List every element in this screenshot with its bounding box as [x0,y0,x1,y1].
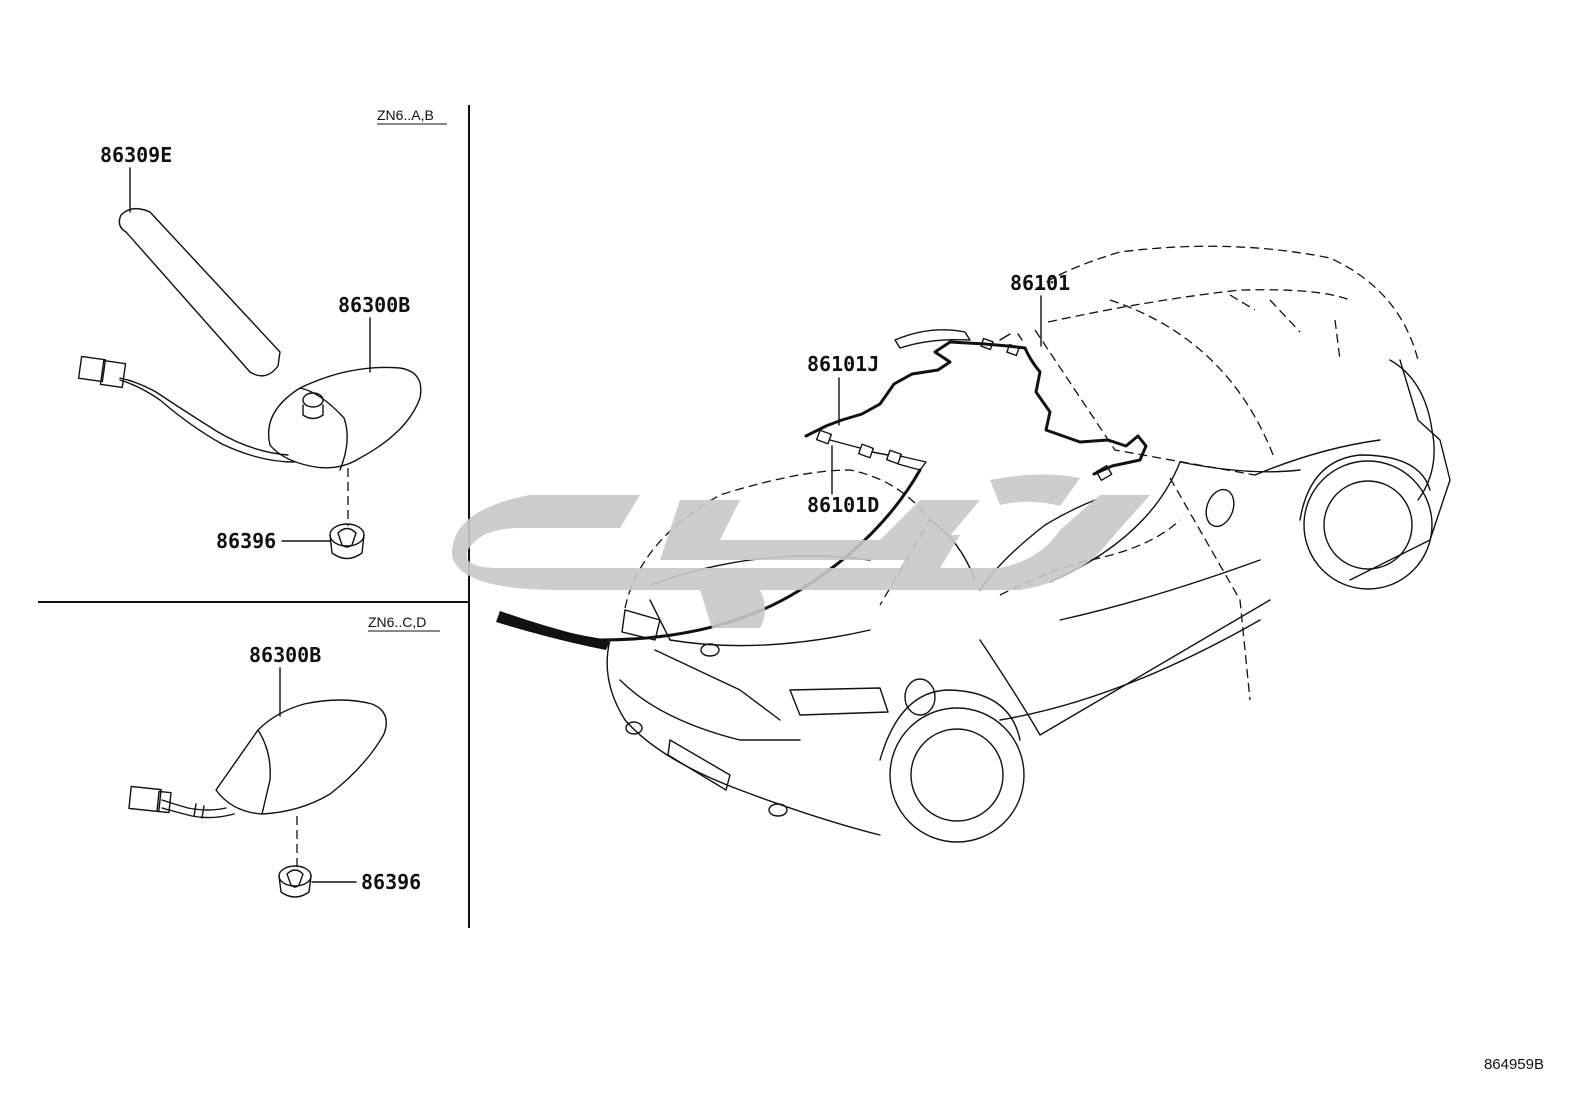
reference-code: 864959B [1483,1056,1544,1073]
label-cord-main: 86101 [1010,271,1070,295]
label-pad-ab: 86396 [216,529,276,553]
label-rod-antenna: 86309E [100,143,172,167]
label-antenna-base-ab: 86300B [338,293,410,317]
variant-label-cd: ZN6..C,D [368,614,426,630]
label-cord-d: 86101D [807,493,879,517]
pad-ab-illustration [329,523,365,560]
variant-label-ab: ZN6..A,B [377,107,434,123]
rod-antenna-illustration [118,207,281,377]
shark-antenna-cd-illustration [128,699,387,819]
watermark-logo [451,474,1150,628]
label-pad-cd: 86396 [361,870,421,894]
label-shark-antenna-cd: 86300B [249,643,321,667]
antenna-base-ab-illustration [77,355,422,471]
label-cord-j: 86101J [807,352,879,376]
pad-cd-illustration [278,865,312,898]
